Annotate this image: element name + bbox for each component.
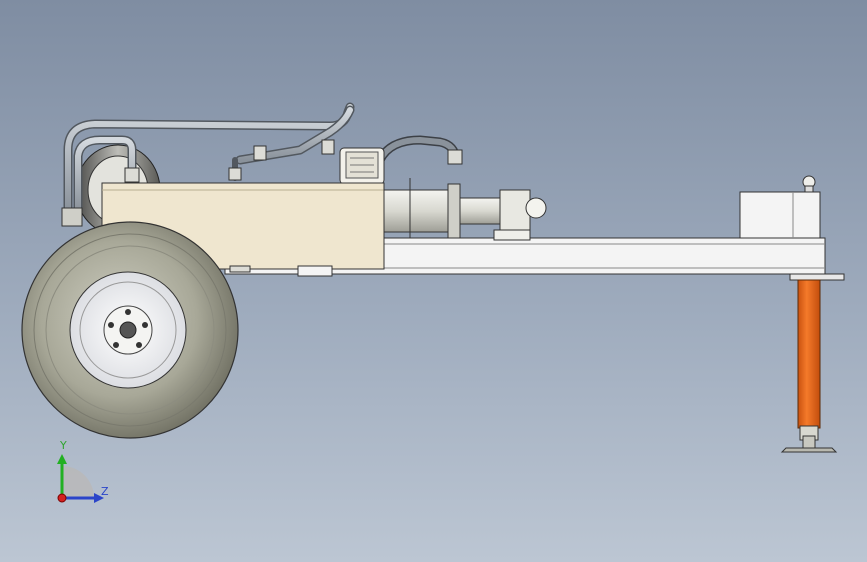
axis-z-label: Z	[101, 485, 109, 498]
triad-graphic	[57, 454, 104, 503]
jack-mount-plate	[789, 273, 845, 281]
jack-foot[interactable]	[780, 447, 838, 453]
orientation-triad[interactable]: Y Z	[40, 436, 120, 516]
pressure-gauge[interactable]	[339, 147, 385, 185]
hydraulic-cylinder[interactable]	[383, 178, 547, 241]
axle-bracket	[229, 265, 251, 273]
hose-fittings	[61, 139, 463, 227]
axis-y-label: Y	[60, 439, 67, 452]
hitch-coupler[interactable]	[739, 175, 821, 239]
jack-stand[interactable]	[797, 279, 821, 449]
wheel-rim[interactable]	[69, 271, 187, 389]
